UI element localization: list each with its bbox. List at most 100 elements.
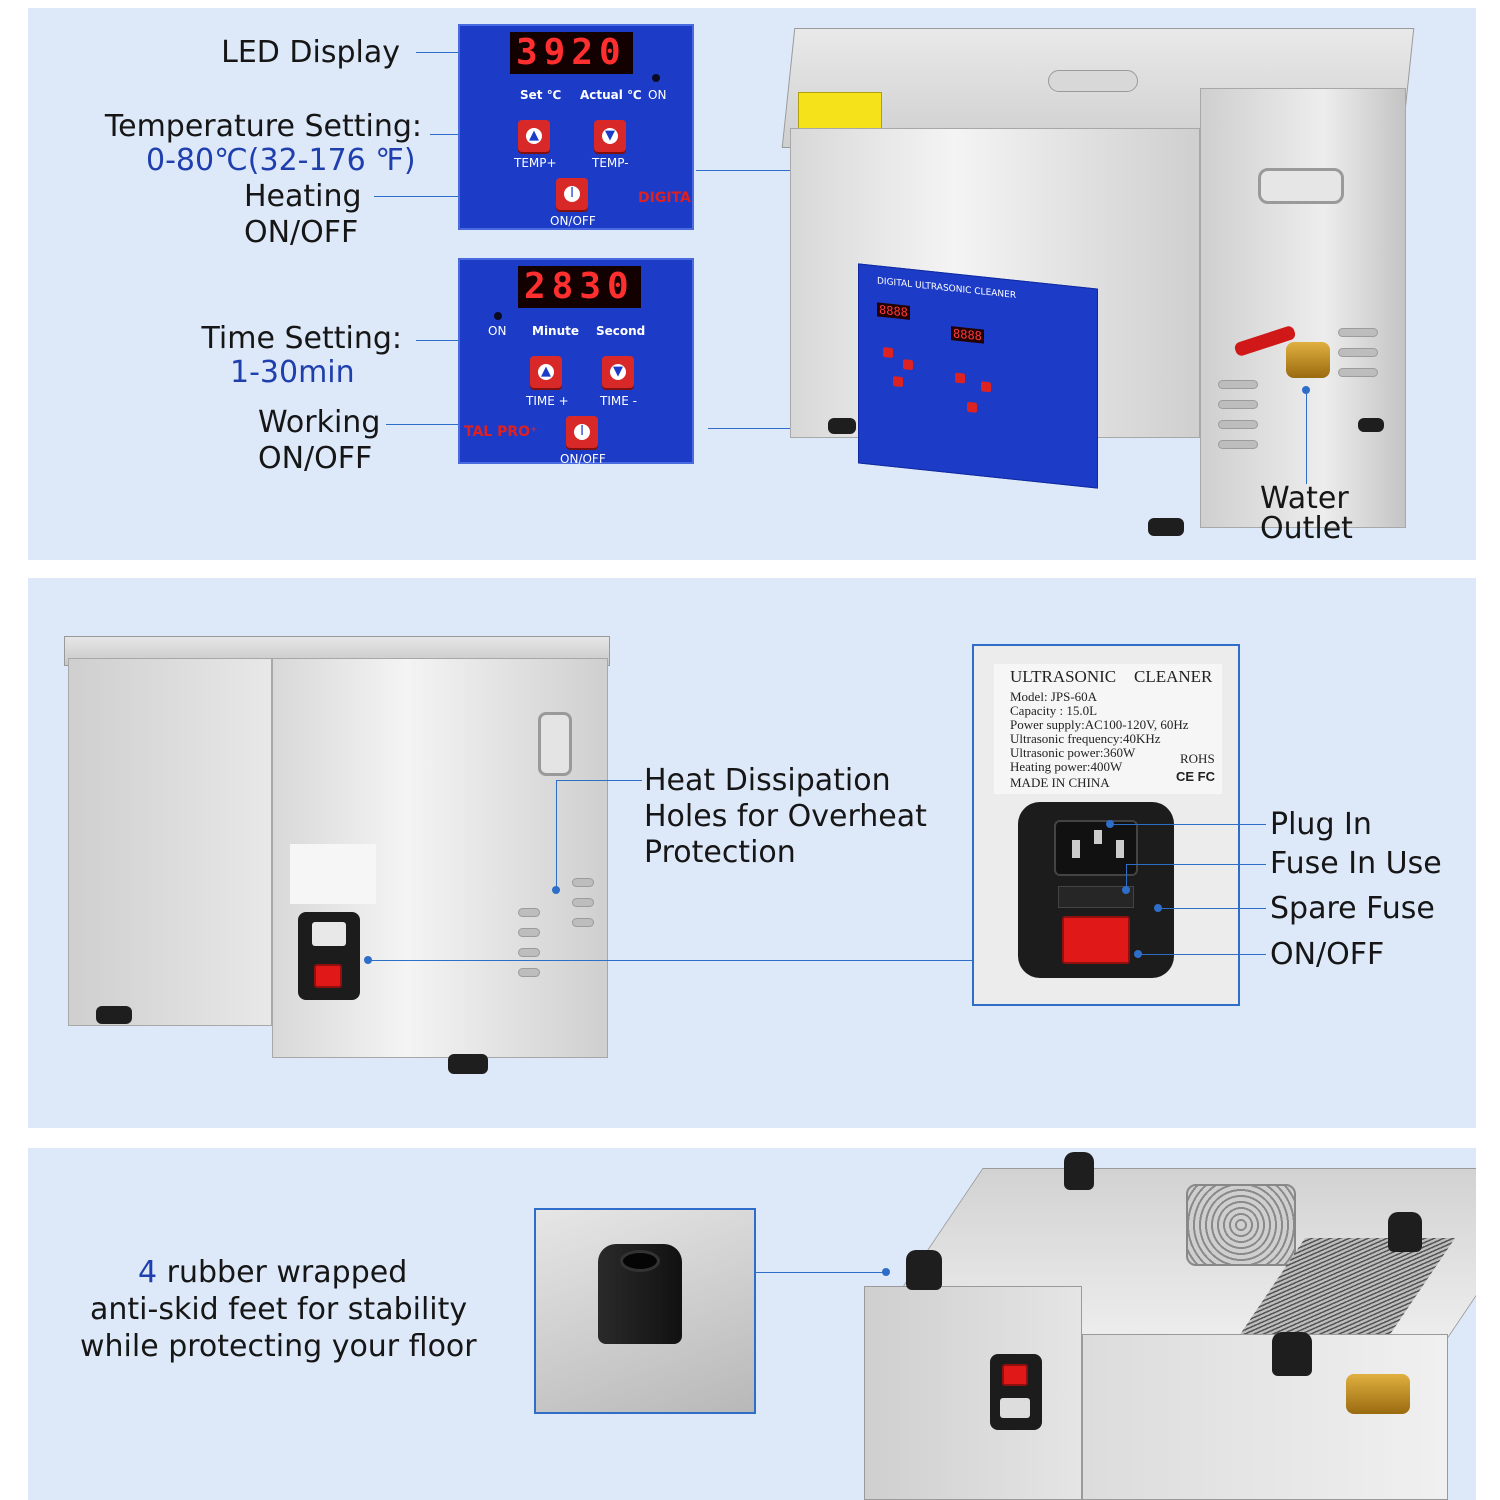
power-module bbox=[1018, 802, 1174, 978]
rubber-foot bbox=[906, 1250, 942, 1290]
time-panel: 2830 ON Minute Second ▲ TIME + ▼ TIME - … bbox=[458, 258, 694, 466]
working-on-label: ON bbox=[488, 324, 507, 338]
heat-vent bbox=[518, 948, 540, 957]
unit-foot bbox=[448, 1054, 488, 1074]
unit-foot bbox=[828, 418, 856, 434]
time-plus-label: TIME + bbox=[526, 394, 569, 408]
lid-handle bbox=[1048, 70, 1138, 92]
time-led-display: 2830 bbox=[518, 266, 641, 308]
nameplate-capacity: Capacity : 15.0L bbox=[1010, 703, 1098, 718]
nameplate-made-in: MADE IN CHINA bbox=[1010, 775, 1110, 790]
rear-nameplate bbox=[290, 844, 376, 904]
switch-callout-line bbox=[1138, 954, 1266, 955]
feet-section: 4 rubber wrapped anti-skid feet for stab… bbox=[28, 1148, 1476, 1500]
water-outlet-line bbox=[1306, 390, 1307, 484]
feet-line-1-text: rubber wrapped bbox=[157, 1255, 408, 1290]
nameplate-heating-power: Heating power:400W bbox=[1010, 759, 1123, 774]
rubber-foot-zoom bbox=[534, 1208, 756, 1414]
control-panel-section: LED Display Temperature Setting: 0-80℃(3… bbox=[28, 8, 1476, 560]
heat-vent bbox=[518, 928, 540, 937]
time-plus-button[interactable]: ▲ bbox=[530, 356, 562, 388]
unit-panel-title: DIGITAL ULTRASONIC CLEANER bbox=[877, 276, 1017, 302]
side-vent bbox=[1218, 420, 1258, 429]
nameplate-title-left: ULTRASONIC bbox=[1010, 667, 1117, 686]
arrow-up-icon: ▲ bbox=[541, 364, 551, 379]
side-vent bbox=[1338, 328, 1378, 337]
power-inlet[interactable] bbox=[312, 922, 346, 946]
temp-minus-button[interactable]: ▼ bbox=[594, 120, 626, 152]
heating-label: Heating bbox=[244, 179, 362, 214]
side-vent bbox=[1218, 440, 1258, 449]
heat-vent bbox=[572, 898, 594, 907]
underside-power-switch[interactable] bbox=[1002, 1364, 1028, 1386]
unit-heating-button[interactable] bbox=[893, 376, 903, 388]
unit-temp-minus-button[interactable] bbox=[903, 359, 913, 371]
overheat-holes-label: Holes for Overheat bbox=[644, 799, 927, 834]
rear-panel-section: Heat Dissipation Holes for Overheat Prot… bbox=[28, 578, 1476, 1128]
fuse-callout-line bbox=[1126, 864, 1266, 865]
spare-fuse-label: Spare Fuse bbox=[1270, 891, 1435, 926]
water-label: Water bbox=[1260, 481, 1349, 516]
side-handle bbox=[1258, 168, 1344, 204]
panel-brand-fragment: DIGITA bbox=[638, 190, 691, 206]
foot-callout-dot bbox=[882, 1268, 890, 1276]
heat-vent bbox=[572, 918, 594, 927]
second-label: Second bbox=[596, 324, 646, 338]
unit-side-a bbox=[864, 1286, 1082, 1500]
side-vent bbox=[1218, 400, 1258, 409]
socket-callout-line bbox=[368, 960, 974, 961]
feet-line-3: while protecting your floor bbox=[80, 1329, 477, 1364]
time-minus-button[interactable]: ▼ bbox=[602, 356, 634, 388]
drain-valve[interactable] bbox=[1286, 342, 1330, 378]
drain-valve[interactable] bbox=[1346, 1374, 1410, 1414]
nameplate: ULTRASONIC CLEANER Model: JPS-60A Capaci… bbox=[994, 664, 1222, 794]
power-rocker-switch[interactable] bbox=[1062, 916, 1130, 964]
temp-plus-button[interactable]: ▲ bbox=[518, 120, 550, 152]
minute-label: Minute bbox=[532, 324, 580, 338]
heat-dissipation-label: Heat Dissipation bbox=[644, 763, 891, 798]
plug-in-socket[interactable] bbox=[1054, 820, 1138, 876]
feet-line-2: anti-skid feet for stability bbox=[90, 1292, 468, 1327]
nameplate-model: Model: JPS-60A bbox=[1010, 689, 1098, 704]
unit-time-plus-button[interactable] bbox=[955, 372, 965, 384]
fuse-in-use-label: Fuse In Use bbox=[1270, 846, 1442, 881]
side-vent bbox=[1338, 368, 1378, 377]
heat-vent bbox=[518, 968, 540, 977]
nameplate-rohs: ROHS bbox=[1180, 751, 1215, 766]
arrow-down-icon: ▼ bbox=[613, 364, 623, 379]
heat-callout-vline bbox=[556, 780, 557, 890]
heat-vent bbox=[572, 878, 594, 887]
underside-power-module bbox=[990, 1354, 1042, 1430]
working-onoff-button[interactable]: I bbox=[566, 416, 598, 448]
plug-in-label: Plug In bbox=[1270, 807, 1372, 842]
nameplate-title-right: CLEANER bbox=[1134, 667, 1213, 686]
side-vent bbox=[1338, 348, 1378, 357]
fuse-callout-dot bbox=[1122, 886, 1130, 894]
spare-callout-line bbox=[1158, 908, 1266, 909]
socket-pin bbox=[1116, 840, 1124, 858]
onoff-switch-label: ON/OFF bbox=[1270, 937, 1385, 972]
plug-callout-line bbox=[1110, 824, 1266, 825]
underside-power-inlet[interactable] bbox=[1000, 1398, 1030, 1418]
heating-onoff-button[interactable]: I bbox=[556, 178, 588, 210]
unit-control-panel: DIGITAL ULTRASONIC CLEANER 8888 8888 bbox=[858, 263, 1098, 489]
nameplate-ultrasonic-power: Ultrasonic power:360W bbox=[1010, 745, 1136, 760]
side-vent bbox=[1218, 380, 1258, 389]
temp-minus-label: TEMP- bbox=[592, 156, 629, 170]
foot-callout-line bbox=[756, 1272, 886, 1273]
arrow-down-icon: ▼ bbox=[605, 128, 615, 143]
unit-time-minus-button[interactable] bbox=[981, 381, 991, 393]
heating-indicator-light bbox=[652, 74, 660, 82]
time-range-label: 1-30min bbox=[230, 355, 355, 390]
fuse-drawer[interactable] bbox=[1058, 886, 1134, 908]
unit-temp-plus-button[interactable] bbox=[883, 347, 893, 359]
socket-pin bbox=[1094, 830, 1102, 844]
rear-side-face bbox=[68, 658, 272, 1026]
rubber-foot bbox=[598, 1244, 682, 1344]
working-onoff-button-label: ON/OFF bbox=[560, 452, 606, 466]
heat-vent bbox=[518, 908, 540, 917]
rear-power-switch[interactable] bbox=[314, 964, 342, 988]
fuse-callout-vline bbox=[1126, 864, 1127, 890]
unit-working-button[interactable] bbox=[967, 401, 977, 413]
unit-foot bbox=[96, 1006, 132, 1024]
